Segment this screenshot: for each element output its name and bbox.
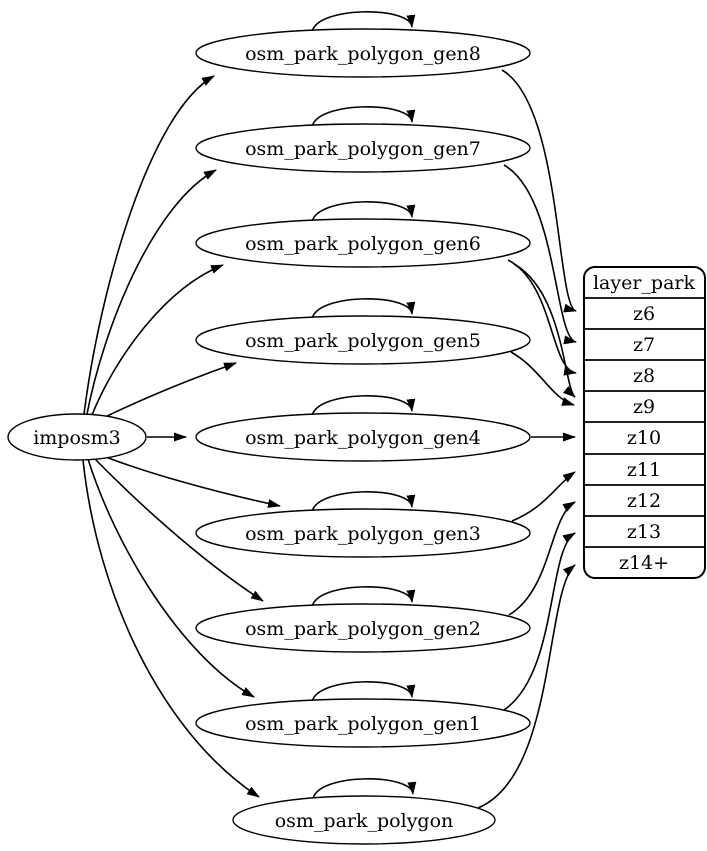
layer-row-z6: z6	[633, 303, 655, 325]
edge-self-loop-gen6	[311, 201, 416, 223]
node-ellipse-gen8	[195, 28, 531, 78]
layer-row-z13: z13	[627, 521, 661, 543]
node-osm-park-polygon-gen3: osm_park_polygon_gen3	[195, 508, 531, 558]
edge-gen6-to-z8	[507, 259, 577, 376]
node-label-gen4: osm_park_polygon_gen4	[245, 427, 481, 449]
edge-gen2-to-z12	[508, 501, 576, 616]
edge-self-loop-gen2	[311, 586, 416, 608]
layer-row-z10: z10	[627, 427, 661, 449]
node-label-imposm3: imposm3	[33, 427, 121, 449]
edge-gen6-to-z9	[513, 263, 576, 398]
node-label-gen2: osm_park_polygon_gen2	[245, 618, 481, 640]
edge-imposm3-to-gen2	[93, 457, 264, 602]
edge-imposm3-to-gen5	[100, 362, 237, 420]
node-ellipse-gen5	[195, 315, 531, 365]
node-osm-park-polygon: osm_park_polygon	[232, 795, 496, 845]
edge-gen7-to-z7	[503, 164, 577, 345]
edge-imposm3-to-polygon	[82, 459, 260, 798]
edge-self-loop-gen8	[311, 11, 416, 33]
node-osm-park-polygon-gen5: osm_park_polygon_gen5	[195, 315, 531, 365]
edge-imposm3-to-gen3	[102, 455, 281, 508]
layer-row-z8: z8	[633, 365, 655, 387]
node-imposm3: imposm3	[7, 413, 147, 461]
node-ellipse-gen3	[195, 508, 531, 558]
edge-self-loop-gen7	[311, 106, 416, 128]
node-ellipse-imposm3	[7, 413, 147, 461]
edge-self-loop-polygon	[312, 778, 417, 800]
layer-park-table: layer_park z6 z7 z8 z9 z10 z11 z12 z13 z…	[583, 266, 706, 579]
edge-imposm3-to-gen8	[83, 75, 215, 415]
node-ellipse-polygon	[232, 795, 496, 845]
layer-park-title: layer_park	[593, 272, 696, 294]
edge-polygon-to-z14	[477, 564, 576, 809]
node-ellipse-gen1	[195, 698, 531, 748]
node-label-gen8: osm_park_polygon_gen8	[245, 43, 481, 65]
edge-self-loop-gen1	[311, 681, 416, 703]
edge-imposm3-to-gen1	[87, 458, 255, 698]
layer-row-z11: z11	[627, 459, 661, 481]
node-osm-park-polygon-gen6: osm_park_polygon_gen6	[195, 218, 531, 268]
edges-group	[82, 11, 577, 809]
layer-row-z9: z9	[633, 396, 655, 418]
edge-imposm3-to-gen6	[91, 264, 224, 416]
edge-gen3-to-z11	[511, 471, 576, 522]
node-label-gen7: osm_park_polygon_gen7	[245, 138, 481, 160]
node-osm-park-polygon-gen1: osm_park_polygon_gen1	[195, 698, 531, 748]
node-ellipse-gen7	[195, 123, 531, 173]
edge-self-loop-gen5	[311, 298, 416, 320]
edge-gen1-to-z13	[503, 532, 576, 711]
layer-row-z14: z14+	[619, 552, 669, 574]
node-ellipse-gen4	[195, 412, 531, 462]
node-ellipse-gen6	[195, 218, 531, 268]
node-label-gen1: osm_park_polygon_gen1	[245, 713, 481, 735]
node-osm-park-polygon-gen2: osm_park_polygon_gen2	[195, 603, 531, 653]
node-osm-park-polygon-gen4: osm_park_polygon_gen4	[195, 412, 531, 462]
node-label-gen5: osm_park_polygon_gen5	[245, 330, 481, 352]
node-osm-park-polygon-gen8: osm_park_polygon_gen8	[195, 28, 531, 78]
node-label-polygon: osm_park_polygon	[275, 810, 454, 832]
edge-self-loop-gen3	[311, 491, 416, 513]
node-label-gen3: osm_park_polygon_gen3	[245, 523, 481, 545]
node-ellipse-gen2	[195, 603, 531, 653]
node-label-gen6: osm_park_polygon_gen6	[245, 233, 481, 255]
edge-gen5-to-z9	[510, 351, 575, 406]
edge-gen8-to-z6	[501, 69, 577, 313]
edge-imposm3-to-gen7	[86, 169, 217, 415]
node-osm-park-polygon-gen7: osm_park_polygon_gen7	[195, 123, 531, 173]
edge-self-loop-gen4	[311, 395, 416, 417]
layer-row-z7: z7	[633, 334, 655, 356]
layer-row-z12: z12	[627, 490, 661, 512]
